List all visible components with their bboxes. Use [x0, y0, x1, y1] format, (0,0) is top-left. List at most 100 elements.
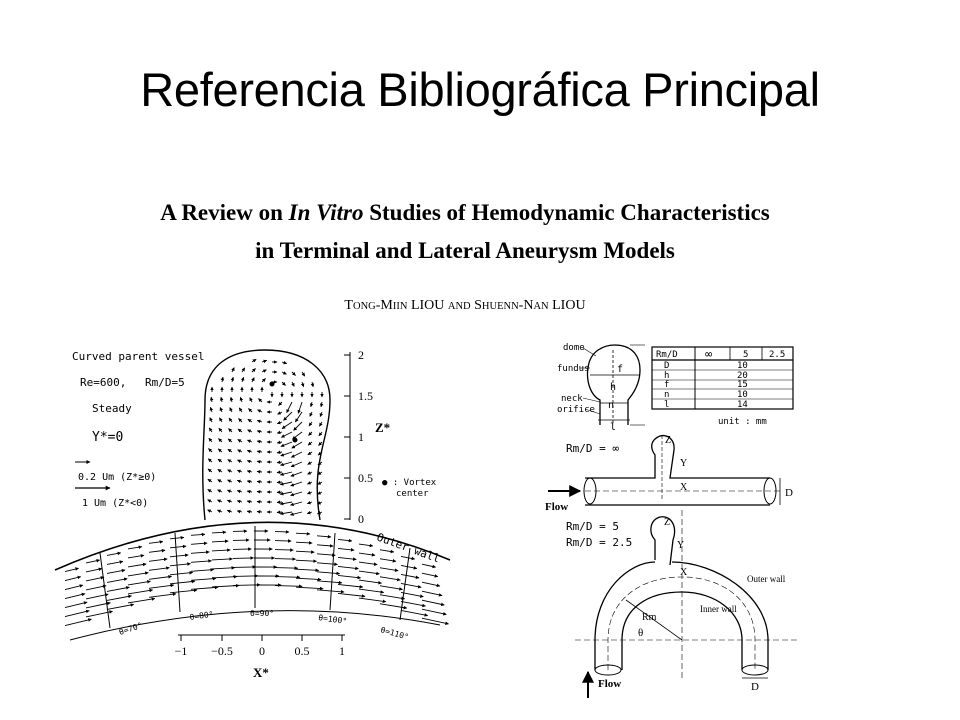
velocity-arrow	[169, 579, 196, 585]
theta-label: θ=100°	[318, 613, 348, 626]
table-cell: 20	[737, 371, 748, 381]
velocity-arrow	[318, 431, 323, 437]
axis-label: Z	[665, 435, 671, 446]
velocity-arrow	[301, 371, 306, 377]
velocity-arrow	[190, 568, 215, 572]
velocity-arrow	[295, 577, 322, 582]
velocity-arrow	[358, 543, 374, 548]
velocity-arrow	[85, 584, 107, 591]
velocity-arrow	[127, 571, 149, 577]
geometry-label: orifice	[557, 405, 595, 415]
velocity-arrow	[85, 601, 111, 609]
velocity-arrow	[85, 576, 105, 582]
velocity-arrow	[229, 396, 234, 403]
velocity-arrow	[308, 421, 313, 427]
velocity-arrow	[358, 561, 378, 566]
velocity-arrow	[281, 421, 293, 430]
velocity-arrow	[236, 469, 243, 474]
geometry-label: f	[617, 364, 623, 375]
velocity-arrow	[238, 407, 243, 413]
velocity-arrow	[148, 566, 170, 571]
velocity-arrow	[127, 545, 143, 550]
vortex-center	[269, 381, 275, 387]
velocity-arrow	[295, 586, 324, 591]
velocity-arrow	[379, 558, 397, 563]
velocity-arrow	[379, 567, 399, 572]
velocity-arrow	[337, 583, 364, 589]
velocity-arrow	[227, 448, 233, 453]
velocity-arrow	[251, 368, 256, 373]
velocity-arrow	[85, 567, 103, 573]
author-text: S	[470, 298, 482, 313]
geometry-label: h	[610, 382, 616, 393]
velocity-arrow	[307, 441, 313, 446]
velocity-arrow	[148, 583, 175, 589]
paper-title-part: A Review on	[160, 200, 289, 225]
velocity-arrow	[258, 398, 263, 403]
velocity-arrow	[211, 539, 229, 544]
velocity-arrow	[310, 381, 315, 388]
velocity-arrow	[319, 401, 324, 408]
velocity-arrow	[316, 534, 332, 539]
velocity-arrow	[148, 548, 166, 553]
velocity-arrow	[227, 489, 233, 494]
velocity-arrow	[236, 499, 243, 504]
author-text: AND	[447, 301, 471, 312]
table-cell: 15	[737, 380, 748, 390]
velocity-arrow	[279, 511, 293, 516]
axis-label: Y	[680, 458, 687, 469]
axis-label: Y	[677, 540, 684, 551]
velocity-arrow	[256, 480, 263, 484]
velocity-arrow	[277, 411, 283, 415]
velocity-arrow	[169, 588, 198, 594]
flow-label: Flow	[545, 501, 568, 513]
velocity-arrow	[169, 571, 194, 576]
velocity-arrow	[219, 417, 223, 423]
velocity-arrow	[276, 460, 283, 465]
velocity-arrow	[293, 421, 303, 431]
velocity-arrow	[236, 479, 243, 484]
velocity-arrow	[207, 458, 213, 463]
velocity-arrow	[208, 427, 213, 433]
velocity-arrow	[274, 575, 301, 580]
velocity-arrow	[278, 401, 283, 406]
velocity-arrow	[229, 407, 233, 413]
velocity-arrow	[281, 360, 288, 365]
velocity-arrow	[280, 471, 293, 476]
axis-label: Z	[664, 517, 670, 528]
paper-title-part: Studies of Hemodynamic Characteristics	[363, 200, 770, 225]
z-tick-label: 1	[358, 430, 364, 444]
velocity-arrow	[400, 600, 426, 608]
table-cell: h	[664, 371, 669, 381]
velocity-arrow	[316, 589, 345, 594]
velocity-arrow	[169, 544, 187, 549]
velocity-arrow	[307, 451, 313, 456]
velocity-arrow	[217, 448, 223, 453]
velocity-arrow	[358, 552, 376, 557]
velocity-arrow	[317, 451, 323, 456]
velocity-arrow	[421, 617, 449, 626]
z-tick-label: 2	[358, 348, 364, 362]
model-geometry-figure: dome fundus neck orifice f h n l	[545, 343, 800, 698]
velocity-arrow	[317, 511, 323, 515]
velocity-arrow	[207, 499, 213, 503]
velocity-arrow	[290, 471, 303, 477]
x-tick-label: −0.5	[211, 644, 233, 658]
velocity-arrow	[283, 411, 293, 421]
velocity-arrow	[211, 566, 236, 570]
velocity-arrow	[256, 419, 263, 424]
velocity-arrow	[337, 556, 357, 561]
velocity-arrow	[217, 479, 223, 483]
velocity-arrow	[127, 597, 156, 604]
label-rm-d: Rm/D=5	[145, 376, 185, 389]
table-cell: f	[664, 380, 669, 390]
axis-label: X	[680, 482, 688, 493]
paper-title-italic: In Vitro	[288, 200, 364, 225]
velocity-arrow	[190, 532, 206, 537]
velocity-arrow	[232, 565, 257, 569]
velocity-arrow	[246, 479, 253, 484]
velocity-arrow	[256, 429, 263, 434]
author-text: IIN	[392, 301, 408, 312]
x-tick-label: 0.5	[295, 644, 310, 658]
velocity-arrow	[209, 396, 214, 403]
